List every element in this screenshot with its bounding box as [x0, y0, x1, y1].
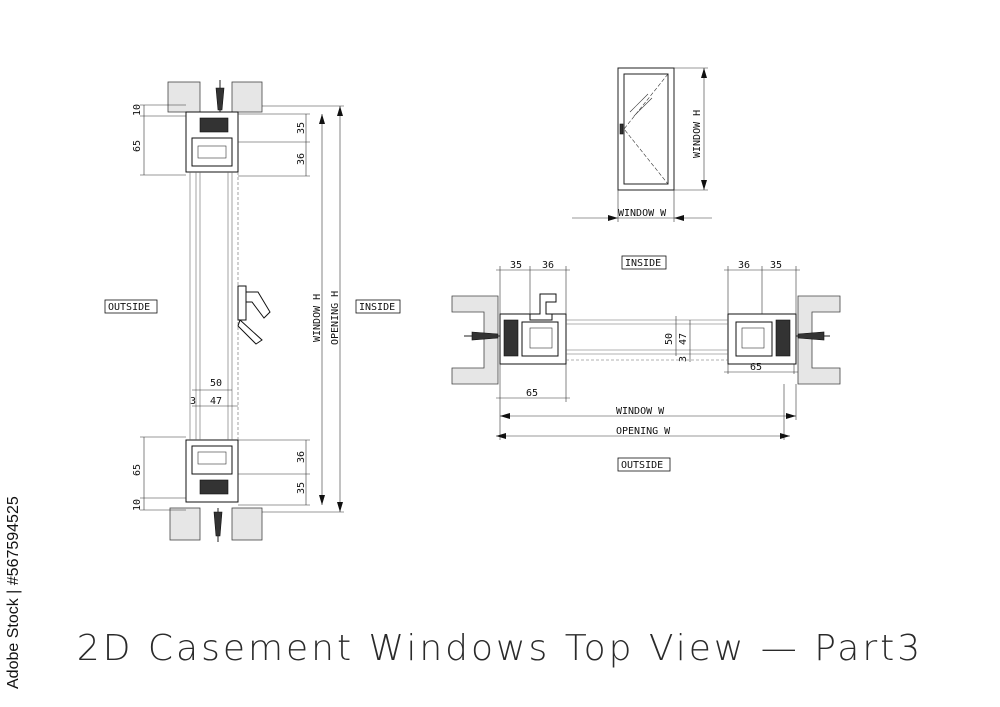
inside-label-right: INSIDE [625, 258, 661, 269]
inside-label-box-right [621, 255, 667, 270]
opening-swing-lines [623, 73, 669, 185]
outside-label-box-right [617, 457, 671, 472]
dim-mid-47: 47 [210, 396, 222, 407]
wall-left [451, 295, 499, 385]
outside-label-left: OUTSIDE [108, 302, 150, 313]
dim-mid-47-h: 47 [678, 333, 689, 345]
dim-mid-3: 3 [190, 396, 196, 407]
window-elevation: WINDOW H WINDOW W [572, 67, 712, 222]
dim-left-10-top: 10 [132, 104, 143, 116]
dim-right-35-top: 35 [296, 122, 307, 134]
sash-profile-right [735, 321, 773, 357]
sash-profile-top [191, 137, 233, 167]
opening-h-label: OPENING H [330, 291, 341, 345]
screw-left-icon [464, 331, 500, 341]
inside-label-box-left [355, 299, 401, 314]
window-w-label: WINDOW W [616, 406, 665, 417]
dim-top-35-right: 35 [770, 260, 782, 271]
outside-label-right: OUTSIDE [621, 460, 663, 471]
wall-right [797, 295, 841, 385]
dim-top-36-right: 36 [738, 260, 750, 271]
vertical-section-left-dims: 10 65 65 10 [132, 104, 186, 511]
screw-right-icon [796, 331, 830, 341]
horizontal-section-top-dims: 35 36 36 35 [496, 260, 800, 314]
dim-left-10-bottom: 10 [132, 499, 143, 511]
sash-profile-bottom [191, 445, 233, 475]
dim-mid-3-h: 3 [678, 356, 689, 362]
dim-bottom-65-right: 65 [750, 362, 762, 373]
glass-pane-horizontal [566, 319, 728, 361]
vertical-overall-dims: WINDOW H OPENING H [262, 105, 344, 513]
window-h-label: WINDOW H [312, 294, 323, 342]
vertical-section: 10 65 65 10 35 36 36 35 50 3 47 [104, 80, 401, 542]
horizontal-section-bottom-dims: 65 65 [496, 362, 798, 402]
dim-right-35-bottom: 35 [296, 482, 307, 494]
wall-top-right [231, 81, 263, 113]
vertical-section-right-dims: 35 36 36 35 [238, 113, 310, 506]
screw-bottom-icon [213, 508, 223, 542]
dim-mid-50: 50 [210, 378, 222, 389]
opening-w-label: OPENING W [616, 426, 671, 437]
dim-top-35-left: 35 [510, 260, 522, 271]
sash-profile-left [521, 321, 559, 357]
dim-left-65-bottom: 65 [132, 464, 143, 476]
dim-mid-50-h: 50 [664, 333, 675, 345]
dim-top-36-left: 36 [542, 260, 554, 271]
wall-top-left [167, 81, 201, 113]
screw-top-icon [215, 80, 225, 112]
wall-bottom-right [231, 507, 263, 541]
vertical-section-mid-dims: 50 3 47 [190, 378, 238, 407]
wall-bottom-left [169, 507, 201, 541]
handle-top-view-icon [529, 293, 557, 321]
inside-label-left: INSIDE [359, 302, 395, 313]
dim-bottom-65-left: 65 [526, 388, 538, 399]
outside-label-box-left [104, 299, 158, 314]
dim-right-36-top: 36 [296, 153, 307, 165]
dim-left-65-top: 65 [132, 140, 143, 152]
elevation-sash [623, 73, 669, 185]
horizontal-overall-dims: WINDOW W OPENING W [496, 384, 797, 440]
dim-right-36-bottom: 36 [296, 451, 307, 463]
elevation-frame [617, 67, 675, 191]
frame-profile-bottom-core [199, 479, 229, 495]
horizontal-section-mid-dims: 50 3 47 [664, 316, 691, 362]
frame-profile-right-core [775, 319, 791, 357]
elevation-window-h-label: WINDOW H [692, 110, 703, 158]
page-title: 2D Casement Windows Top View — Part3 [76, 628, 924, 669]
elevation-handle-icon [619, 123, 624, 135]
horizontal-section: 35 36 36 35 50 3 47 65 65 [451, 255, 841, 472]
frame-profile-top-core [199, 117, 229, 133]
window-handle-icon [237, 285, 271, 345]
glass-pane-vertical [189, 172, 239, 440]
frame-profile-left-core [503, 319, 519, 357]
elevation-window-w-label: WINDOW W [618, 208, 667, 219]
